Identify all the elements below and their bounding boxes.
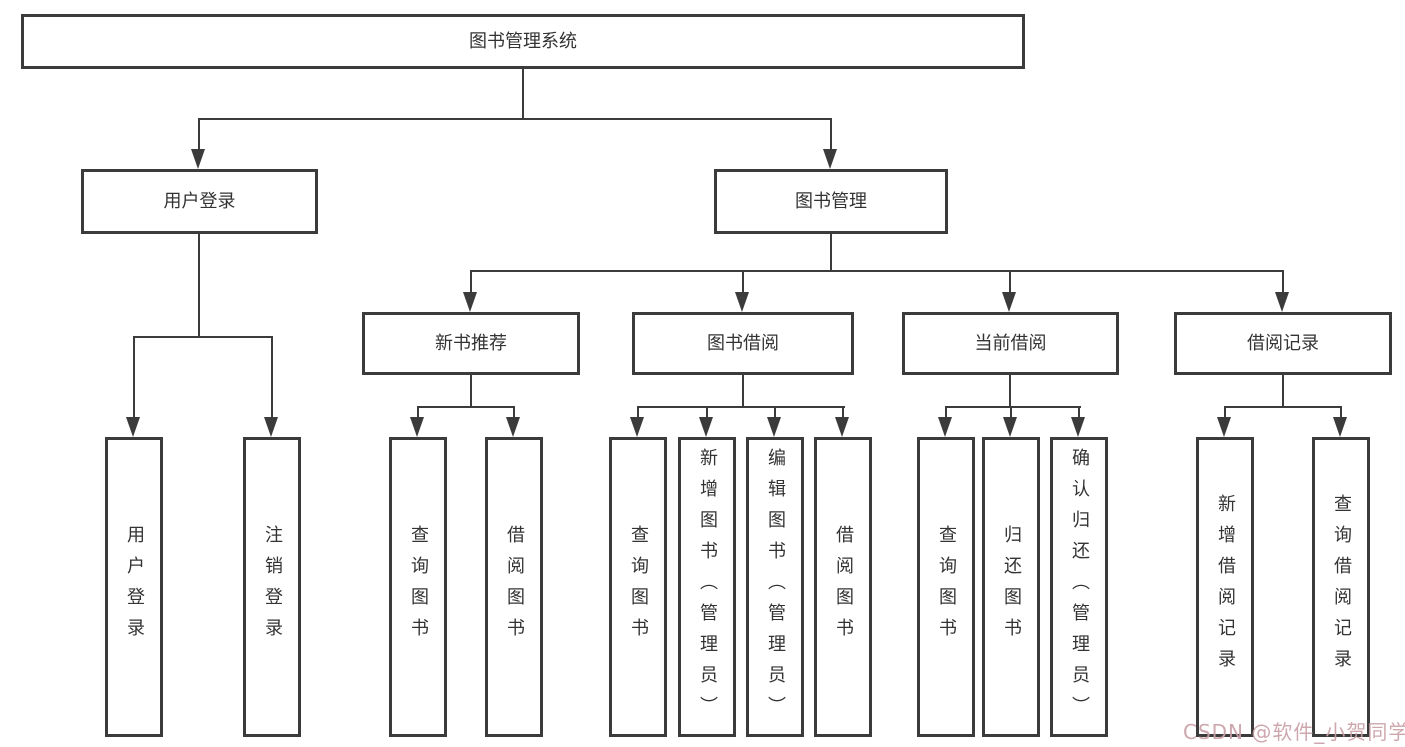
- arrow-down-icon: [410, 417, 424, 437]
- connector-line: [1340, 406, 1342, 419]
- connector-line: [945, 406, 1081, 408]
- connector-line: [470, 270, 1284, 272]
- leaf-query-books-under-current: 查询图书: [917, 437, 975, 737]
- node-label: 归还图书: [1001, 525, 1022, 649]
- arrow-down-icon: [506, 417, 520, 437]
- node-book-management: 图书管理: [714, 169, 948, 234]
- leaf-borrow-books-under-borrowing: 借阅图书: [814, 437, 872, 737]
- node-borrowing-records: 借阅记录: [1174, 312, 1392, 375]
- node-label: 借阅图书: [504, 525, 525, 649]
- node-new-book-recommendation: 新书推荐: [362, 312, 580, 375]
- connector-line: [133, 336, 135, 418]
- node-label: 注销登录: [262, 525, 283, 649]
- connector-line: [637, 406, 639, 419]
- node-label: 查询图书: [936, 525, 957, 649]
- connector-line: [830, 234, 832, 272]
- leaf-add-borrow-record: 新增借阅记录: [1196, 437, 1254, 737]
- node-label: 用户登录: [163, 190, 236, 212]
- leaf-borrow-books-under-recommend: 借阅图书: [485, 437, 543, 737]
- node-label: 查询图书: [628, 525, 649, 649]
- connector-line: [1009, 270, 1011, 294]
- connector-line: [198, 234, 200, 338]
- arrow-down-icon: [1275, 292, 1289, 312]
- arrow-down-icon: [191, 149, 205, 169]
- arrow-down-icon: [1333, 417, 1347, 437]
- node-label: 确认归还（管理员）: [1069, 447, 1090, 727]
- connector-line: [706, 406, 708, 419]
- connector-line: [133, 336, 273, 338]
- node-library-management-system: 图书管理系统: [21, 14, 1025, 69]
- node-label: 新增图书（管理员）: [697, 447, 718, 727]
- arrow-down-icon: [938, 417, 952, 437]
- arrow-down-icon: [264, 417, 278, 437]
- connector-line: [271, 336, 273, 418]
- node-label: 当前借阅: [974, 332, 1047, 354]
- connector-line: [1282, 270, 1284, 294]
- node-label: 新增借阅记录: [1215, 494, 1236, 680]
- leaf-query-books-under-borrowing: 查询图书: [609, 437, 667, 737]
- node-label: 新书推荐: [435, 332, 507, 354]
- connector-line: [1010, 406, 1012, 419]
- connector-line: [637, 406, 845, 408]
- connector-line: [1224, 406, 1226, 419]
- leaf-logout-login: 注销登录: [243, 437, 301, 737]
- connector-line: [1009, 375, 1011, 408]
- connector-line: [830, 118, 832, 151]
- node-label: 查询图书: [408, 525, 429, 649]
- node-label: 借阅图书: [833, 525, 854, 649]
- node-current-borrowing: 当前借阅: [902, 312, 1119, 375]
- node-label: 图书管理系统: [469, 30, 577, 52]
- arrow-down-icon: [1003, 417, 1017, 437]
- arrow-down-icon: [126, 417, 140, 437]
- leaf-confirm-return-admin: 确认归还（管理员）: [1050, 437, 1108, 737]
- leaf-query-books-under-recommend: 查询图书: [389, 437, 447, 737]
- connector-line: [1282, 375, 1284, 408]
- arrow-down-icon: [835, 417, 849, 437]
- node-label: 图书借阅: [707, 332, 779, 354]
- arrow-down-icon: [823, 149, 837, 169]
- leaf-user-login: 用户登录: [105, 437, 163, 737]
- arrow-down-icon: [1217, 417, 1231, 437]
- arrow-down-icon: [699, 417, 713, 437]
- connector-line: [842, 406, 844, 419]
- connector-line: [742, 270, 744, 294]
- connector-line: [470, 270, 472, 294]
- arrow-down-icon: [767, 417, 781, 437]
- leaf-edit-books-admin: 编辑图书（管理员）: [746, 437, 804, 737]
- connector-line: [1224, 406, 1342, 408]
- node-label: 图书管理: [795, 190, 867, 212]
- leaf-return-books: 归还图书: [982, 437, 1040, 737]
- connector-line: [522, 69, 524, 119]
- connector-line: [945, 406, 947, 419]
- arrow-down-icon: [630, 417, 644, 437]
- arrow-down-icon: [1071, 417, 1085, 437]
- connector-line: [417, 406, 419, 419]
- connector-line: [198, 118, 832, 120]
- connector-line: [417, 406, 515, 408]
- arrow-down-icon: [735, 292, 749, 312]
- connector-line: [470, 375, 472, 408]
- leaf-query-borrow-record: 查询借阅记录: [1312, 437, 1370, 737]
- node-label: 用户登录: [124, 525, 145, 649]
- connector-line: [198, 118, 200, 151]
- arrow-down-icon: [463, 292, 477, 312]
- connector-line: [742, 375, 744, 408]
- connector-line: [774, 406, 776, 419]
- node-label: 查询借阅记录: [1331, 494, 1352, 680]
- connector-line: [513, 406, 515, 419]
- node-book-borrowing: 图书借阅: [632, 312, 854, 375]
- connector-line: [1078, 406, 1080, 419]
- arrow-down-icon: [1002, 292, 1016, 312]
- node-user-login: 用户登录: [81, 169, 318, 234]
- leaf-add-books-admin: 新增图书（管理员）: [678, 437, 736, 737]
- node-label: 借阅记录: [1247, 332, 1319, 354]
- node-label: 编辑图书（管理员）: [765, 447, 786, 727]
